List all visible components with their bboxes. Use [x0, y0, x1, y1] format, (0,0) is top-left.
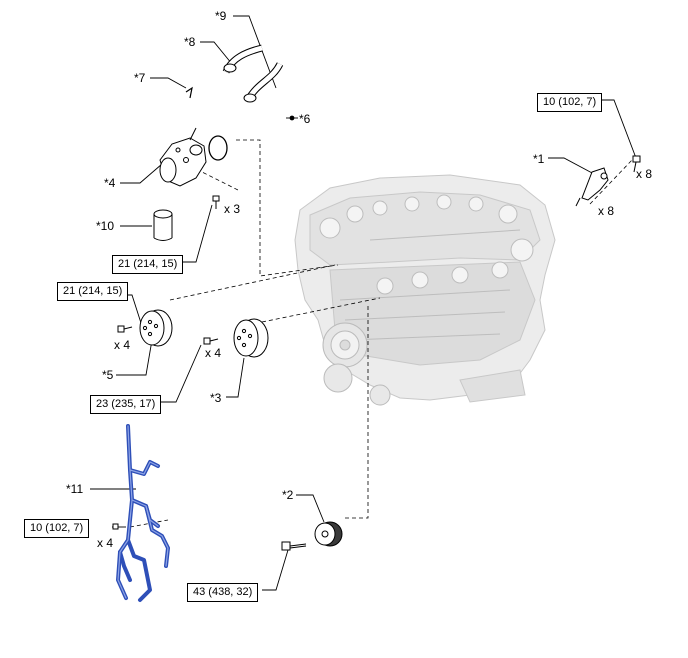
radiator-hose-10	[153, 209, 173, 241]
sensor-bolt	[632, 155, 641, 173]
quantity-sensor-bolt: x 8	[636, 167, 653, 181]
torque-box-pulley-3: 23 (235, 17)	[90, 395, 162, 414]
sensor-1	[575, 167, 609, 207]
callout-label-1: *1	[533, 152, 545, 166]
callout-label-10: *10	[96, 219, 115, 233]
quantity-pulley-5-bolt: x 4	[114, 338, 131, 352]
gasket-note-dot	[289, 115, 295, 121]
callout-label-5: *5	[102, 368, 114, 382]
quantity-pulley-3-bolt: x 4	[205, 346, 222, 360]
pulley-5	[139, 309, 173, 347]
pipe-bolt	[112, 523, 119, 530]
quantity-housing-bolt: x 3	[224, 202, 241, 216]
callout-label-8: *8	[184, 35, 196, 49]
pulley-3	[233, 318, 269, 358]
callout-label-7: *7	[134, 71, 146, 85]
torque-box-pipe: 10 (102, 7)	[24, 519, 90, 538]
torque-box-sensor: 10 (102, 7)	[537, 93, 603, 112]
engine-assembly	[294, 174, 556, 406]
water-inlet-housing	[159, 127, 207, 187]
torque-box-idler: 43 (438, 32)	[187, 583, 259, 602]
hose-clamp-8	[223, 63, 237, 73]
idler-bolt	[281, 541, 307, 551]
callout-label-11: *11	[66, 482, 84, 496]
housing-bolt	[212, 195, 220, 209]
o-ring-6	[208, 135, 228, 161]
hose-clamp-9	[243, 93, 257, 103]
clip-7	[185, 86, 193, 99]
quantity-pipe-bolt: x 4	[97, 536, 114, 550]
pulley-5-bolt	[117, 325, 133, 333]
callout-label-3: *3	[210, 391, 222, 405]
callout-label-6: *6	[299, 112, 311, 126]
torque-box-pulley-5: 21 (214, 15)	[57, 282, 129, 301]
callout-label-2: *2	[282, 488, 294, 502]
callout-label-9: *9	[215, 9, 227, 23]
pulley-3-bolt	[203, 337, 219, 345]
quantity-sensor: x 8	[598, 204, 615, 218]
dashed-center-lines	[129, 139, 633, 528]
water-pipe-11	[116, 424, 170, 602]
leader-lines	[90, 15, 637, 591]
torque-box-housing: 21 (214, 15)	[112, 255, 184, 274]
idler-pulley-2	[314, 521, 343, 547]
callout-label-4: *4	[104, 176, 116, 190]
water-pipe-11-highlight	[117, 425, 169, 599]
